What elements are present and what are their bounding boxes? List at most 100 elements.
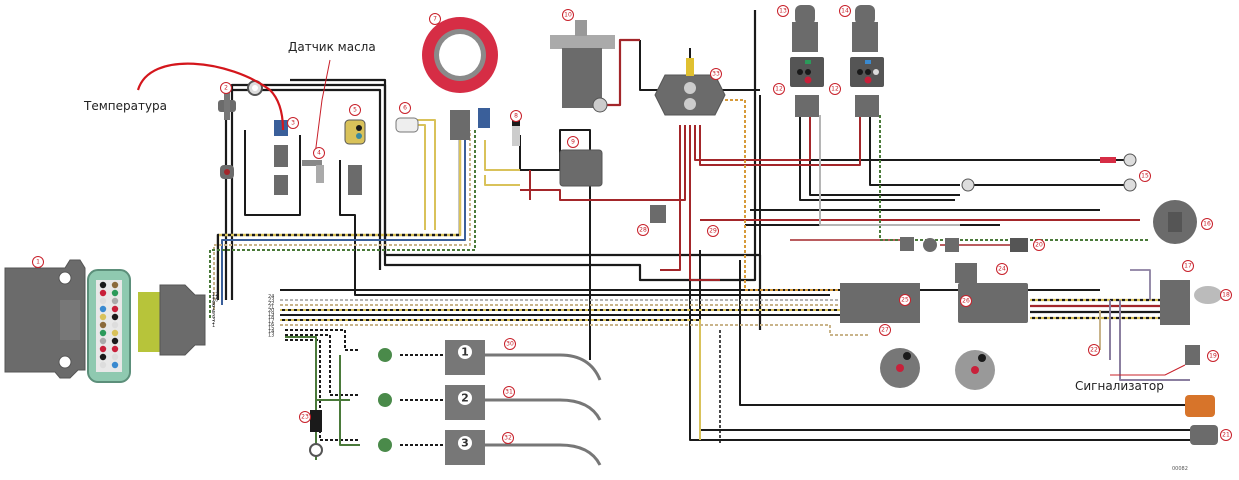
alarm-pointer xyxy=(1110,364,1186,376)
connector-5 xyxy=(344,119,366,195)
callout-number: 6 xyxy=(403,105,407,112)
callout-circle xyxy=(1182,260,1194,272)
diagram-code: 00082 xyxy=(1172,466,1188,472)
ecu-connector xyxy=(87,269,131,383)
connector-pin xyxy=(99,329,107,337)
callout-circle xyxy=(637,224,649,236)
connector-pin xyxy=(111,337,119,345)
connector-pin xyxy=(99,321,107,329)
trim-gauge-16 xyxy=(1153,200,1197,244)
pin-label: 8 xyxy=(212,303,215,309)
callout-number: 27 xyxy=(881,327,889,334)
callout-number: 31 xyxy=(505,389,513,396)
connector-pin xyxy=(99,361,107,369)
pin-label: 11 xyxy=(212,295,218,301)
pin-label: 4 xyxy=(212,314,215,320)
pin-label: 16 xyxy=(268,322,274,328)
callout-number: 4 xyxy=(317,150,321,157)
oil-sensor-pointer xyxy=(314,59,331,156)
rectifier-9 xyxy=(559,149,603,187)
starter-solenoid xyxy=(654,58,726,116)
callout-circle xyxy=(220,82,232,94)
temperature-pointer xyxy=(136,62,285,131)
callout-number: 15 xyxy=(1141,173,1149,180)
callout-number: 20 xyxy=(1035,242,1043,249)
coil-plugs xyxy=(309,348,392,457)
callout-number: 2 xyxy=(224,85,228,92)
callout-number: 24 xyxy=(998,266,1006,273)
pin-label: 14 xyxy=(268,329,274,335)
ignition-coil-1: 1 xyxy=(445,340,485,375)
callout-number: 12 xyxy=(775,86,783,93)
callout-circle xyxy=(32,256,44,268)
ignition-coil-3: 3 xyxy=(445,430,485,465)
pin-label: 2 xyxy=(212,320,215,326)
label-alarm: Сигнализатор xyxy=(1075,379,1164,393)
connector-pin xyxy=(99,289,107,297)
callout-circle xyxy=(1207,350,1219,362)
pin-label: 15 xyxy=(268,326,274,332)
pin-label: 12 xyxy=(212,292,218,298)
battery-terminals xyxy=(961,153,1137,192)
callout-number: 5 xyxy=(353,107,357,114)
callout-circle xyxy=(1088,344,1100,356)
starter-motor xyxy=(550,20,615,113)
callout-number: 13 xyxy=(779,8,787,15)
pin-label: 24 xyxy=(268,294,274,300)
connector-pin xyxy=(111,305,119,313)
callout-circle xyxy=(429,13,441,25)
callout-circle xyxy=(504,338,516,350)
callout-number: 19 xyxy=(1209,353,1217,360)
connector-pin xyxy=(111,329,119,337)
pin-label: 7 xyxy=(212,306,215,312)
callout-circle xyxy=(777,5,789,17)
sensor-8 xyxy=(512,120,520,146)
connector-pin xyxy=(111,297,119,305)
temperature-sensor xyxy=(218,92,236,179)
callout-number: 23 xyxy=(301,414,309,421)
pin-label: 3 xyxy=(212,317,215,323)
callout-circle xyxy=(710,68,722,80)
pin-label: 6 xyxy=(212,309,215,315)
callout-circle xyxy=(1220,289,1232,301)
callout-circle xyxy=(287,117,299,129)
callout-number: 29 xyxy=(709,228,717,235)
callout-number: 25 xyxy=(901,297,909,304)
connector-pin xyxy=(99,313,107,321)
callout-number: 28 xyxy=(639,227,647,234)
callout-number: 30 xyxy=(506,341,514,348)
connector-3 xyxy=(274,120,288,195)
callout-number: 3 xyxy=(291,120,295,127)
callout-circle xyxy=(502,432,514,444)
harness-wires xyxy=(209,10,1190,466)
callout-number: 9 xyxy=(571,139,575,146)
pin-label: 10 xyxy=(212,298,218,304)
callout-number: 14 xyxy=(841,8,849,15)
connector-pin xyxy=(99,353,107,361)
pin-label: 23 xyxy=(268,298,274,304)
callout-circle xyxy=(960,295,972,307)
callout-number: 12 xyxy=(831,86,839,93)
coil-number: 3 xyxy=(461,437,469,450)
callout-number: 18 xyxy=(1222,292,1230,299)
callout-circle xyxy=(299,411,311,423)
callout-circle xyxy=(707,225,719,237)
callout-number: 22 xyxy=(1090,347,1098,354)
callout-circle xyxy=(503,386,515,398)
callout-circle xyxy=(899,294,911,306)
ecu-module xyxy=(4,259,86,379)
callout-circle xyxy=(510,110,522,122)
connector-pin xyxy=(99,337,107,345)
callout-circle xyxy=(1139,170,1151,182)
callout-circle xyxy=(562,9,574,21)
callout-circle xyxy=(839,5,851,17)
ignition-coil-2: 2 xyxy=(445,385,485,420)
callout-circle xyxy=(1220,429,1232,441)
coil-number: 2 xyxy=(461,392,469,405)
pin-label: 19 xyxy=(268,312,274,318)
harness-plug xyxy=(138,284,206,356)
callout-circle xyxy=(773,83,785,95)
